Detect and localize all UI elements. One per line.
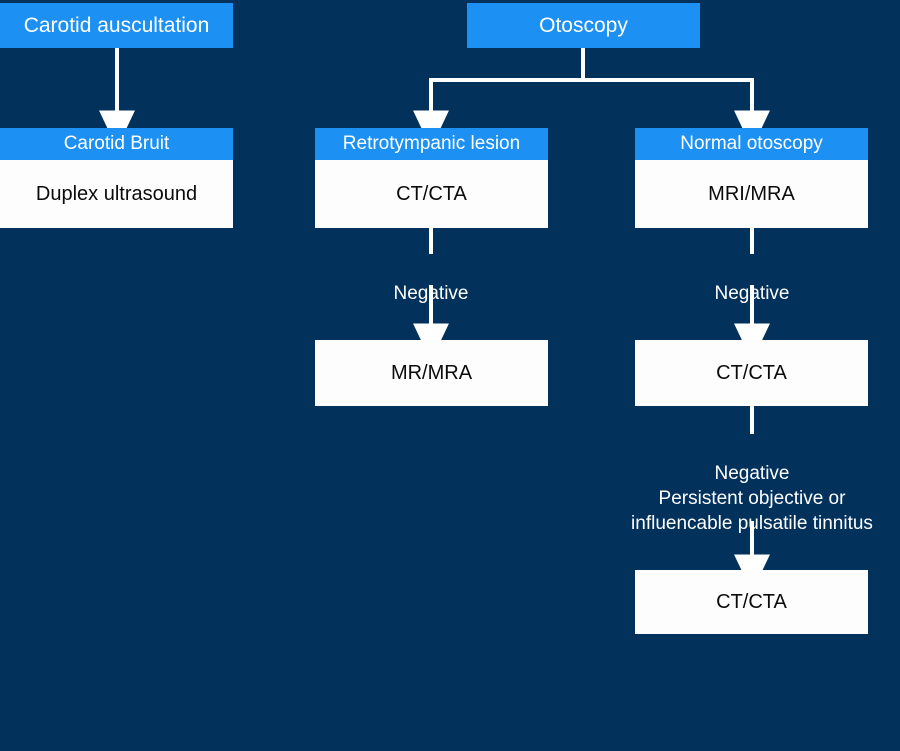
node-carotid-auscultation[interactable]: Carotid auscultation (0, 3, 233, 48)
node-retrotympanic-lesion-body: CT/CTA (315, 160, 548, 228)
node-right-third-ctcta[interactable]: CT/CTA (635, 570, 868, 634)
node-left-second-mrmra-label: MR/MRA (390, 361, 473, 384)
node-normal-otoscopy-header: Normal otoscopy (635, 128, 868, 160)
edge-label-left-negative-text: Negative (393, 283, 469, 304)
node-left-second-mrmra[interactable]: MR/MRA (315, 340, 548, 406)
node-normal-otoscopy[interactable]: Normal otoscopy MRI/MRA (635, 128, 868, 228)
node-carotid-bruit-body-label: Duplex ultrasound (35, 182, 198, 205)
edge-label-right-negative: Negative (652, 256, 852, 306)
edge-label-left-negative: Negative (331, 256, 531, 306)
edge-label-right-persistent-text: Negative Persistent objective or influen… (631, 463, 873, 534)
node-retrotympanic-lesion[interactable]: Retrotympanic lesion CT/CTA (315, 128, 548, 228)
edge-label-right-negative-text: Negative (714, 283, 790, 304)
node-right-second-ctcta[interactable]: CT/CTA (635, 340, 868, 406)
node-otoscopy-label: Otoscopy (539, 13, 628, 37)
node-retrotympanic-lesion-header: Retrotympanic lesion (315, 128, 548, 160)
node-carotid-bruit[interactable]: Carotid Bruit Duplex ultrasound (0, 128, 233, 228)
node-otoscopy[interactable]: Otoscopy (467, 3, 700, 48)
node-carotid-auscultation-label: Carotid auscultation (23, 13, 210, 37)
edge-label-right-persistent: Negative Persistent objective or influen… (582, 436, 900, 536)
node-right-second-ctcta-label: CT/CTA (716, 361, 787, 384)
node-retrotympanic-lesion-body-label: CT/CTA (396, 182, 467, 205)
node-carotid-bruit-header: Carotid Bruit (0, 128, 233, 160)
node-carotid-bruit-body: Duplex ultrasound (0, 160, 233, 228)
node-right-third-ctcta-label: CT/CTA (716, 590, 787, 613)
node-normal-otoscopy-body-label: MRI/MRA (708, 182, 795, 205)
node-normal-otoscopy-body: MRI/MRA (635, 160, 868, 228)
